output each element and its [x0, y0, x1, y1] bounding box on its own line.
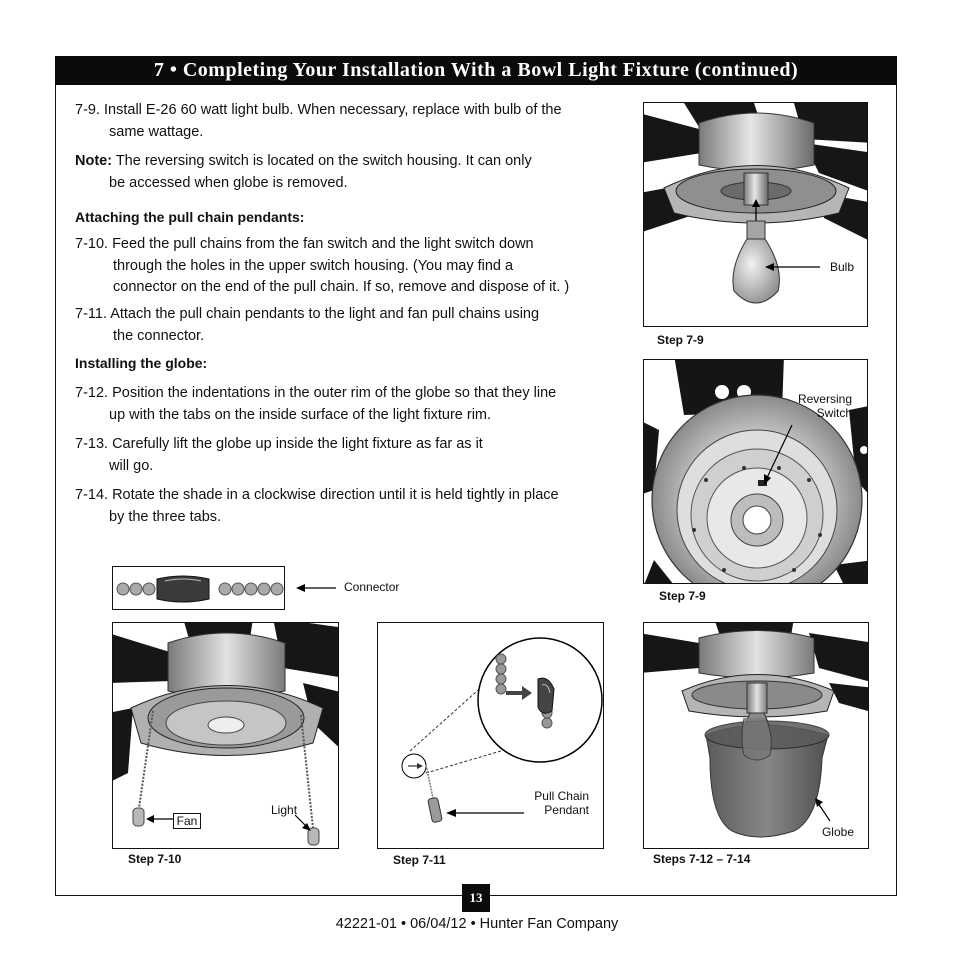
connector-label: Connector — [344, 580, 400, 594]
caption-steps-7-12-7-14: Steps 7-12 – 7-14 — [653, 852, 751, 866]
step-7-10: 7-10. Feed the pull chains from the fan … — [75, 236, 570, 295]
bulb-label: Bulb — [829, 260, 854, 274]
fan-label: Fan — [173, 813, 201, 829]
step-7-13: 7-13. Carefully lift the globe up inside… — [75, 436, 483, 474]
chain-connector — [156, 575, 210, 603]
light-pull-chain — [300, 714, 320, 846]
pull-chain-pendant-label: Pull Chain Pendant — [534, 789, 589, 817]
caption-step-7-11: Step 7-11 — [393, 853, 446, 867]
light-bulb — [732, 220, 780, 304]
section-title: 7 • Completing Your Installation With a … — [55, 56, 897, 85]
figure-connector — [112, 566, 285, 610]
light-label: Light — [271, 803, 298, 817]
caption-step-7-9-switch: Step 7-9 — [659, 589, 706, 603]
figure-reversing-switch: Reversing Switch — [643, 359, 868, 584]
pull-chain-pendant — [427, 797, 443, 823]
step-7-12: 7-12. Position the indentations in the o… — [75, 385, 557, 423]
caption-step-7-9-bulb: Step 7-9 — [657, 333, 704, 347]
heading-globe: Installing the globe: — [75, 355, 208, 371]
step-7-14: 7-14. Rotate the shade in a clockwise di… — [75, 487, 559, 525]
figure-pull-chains: Fan Light — [112, 622, 339, 849]
step-7-9: 7-9. Install E-26 60 watt light bulb. Wh… — [75, 102, 562, 140]
glass-globe — [704, 717, 830, 838]
reversing-switch — [758, 480, 767, 486]
fan-pull-chain — [132, 710, 154, 827]
figure-bulb: Bulb — [643, 102, 868, 327]
motor-housing — [698, 112, 815, 172]
caption-step-7-10: Step 7-10 — [128, 852, 182, 866]
connector-arrow — [296, 584, 336, 592]
footer: 42221-01 • 06/04/12 • Hunter Fan Company — [335, 916, 619, 932]
figure-globe: Globe — [643, 622, 869, 849]
figure-pendant: Pull Chain Pendant — [377, 622, 604, 849]
page-number: 13 — [462, 884, 490, 912]
heading-pendants: Attaching the pull chain pendants: — [75, 209, 305, 225]
globe-label: Globe — [821, 825, 854, 839]
pendant-connector — [537, 677, 555, 714]
reversing-switch-label: Reversing Switch — [797, 392, 852, 420]
step-7-11: 7-11. Attach the pull chain pendants to … — [75, 306, 540, 344]
note: Note: The reversing switch is located on… — [75, 153, 532, 191]
